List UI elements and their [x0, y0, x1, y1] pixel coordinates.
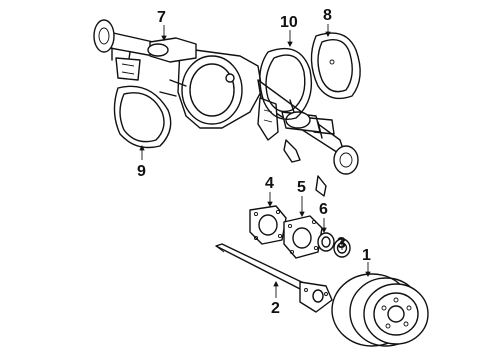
cover-gasket: [259, 47, 313, 120]
callout-7: 7: [157, 9, 166, 26]
callout-4: 4: [265, 175, 274, 192]
callout-8: 8: [323, 7, 332, 24]
callout-5: 5: [297, 179, 306, 196]
bearing-retainer: [249, 205, 287, 245]
brake-drum: [331, 273, 429, 347]
callout-10: 10: [280, 14, 298, 31]
retainer-gasket: [283, 215, 323, 259]
callout-leaders: [139, 24, 371, 298]
housing-gasket-left: [113, 85, 172, 149]
callout-6: 6: [319, 201, 328, 218]
axle-housing: [93, 19, 359, 197]
axle-shaft: [215, 243, 333, 313]
callout-2: 2: [271, 300, 280, 317]
callout-9: 9: [137, 163, 146, 180]
callout-3: 3: [337, 235, 346, 252]
differential-cover: [310, 32, 361, 100]
callout-1: 1: [362, 247, 371, 264]
wheel-bearing: [317, 232, 335, 252]
